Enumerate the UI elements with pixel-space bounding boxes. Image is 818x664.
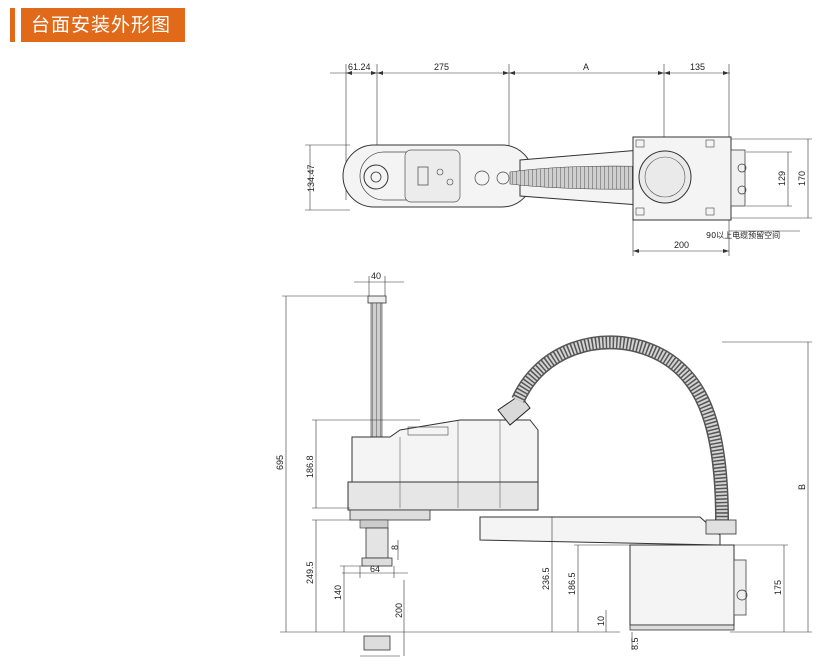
dim-10: 10 bbox=[596, 616, 606, 626]
base-top-outline bbox=[632, 136, 747, 221]
dim-175: 175 bbox=[773, 580, 783, 595]
top-dimension-row: 61.24 275 A 135 bbox=[330, 62, 730, 200]
dim-249-5: 249.5 bbox=[305, 561, 315, 584]
top-view: 61.24 275 A 135 134.47 bbox=[305, 62, 812, 256]
tool-flange bbox=[360, 527, 400, 657]
dim-40: 40 bbox=[371, 271, 381, 281]
second-arm bbox=[349, 509, 721, 546]
dims-right-side: B 175 bbox=[722, 341, 812, 633]
dim-61-24: 61.24 bbox=[348, 62, 371, 72]
dim-695: 695 bbox=[275, 455, 285, 470]
dim-200-top: 200 bbox=[674, 240, 689, 250]
dim-186-5: 186.5 bbox=[567, 572, 577, 595]
ball-screw bbox=[367, 295, 387, 439]
dim-134-47: 134.47 bbox=[306, 164, 316, 192]
dim-B: B bbox=[797, 484, 807, 490]
dim-236-5: 236.5 bbox=[541, 567, 551, 590]
dims-middle-side: 236.5 186.5 10 8.5 bbox=[541, 516, 640, 650]
dim-129: 129 bbox=[777, 171, 787, 186]
dim-135: 135 bbox=[690, 62, 705, 72]
dim-200-group: 90以上电缆预留空间 200 bbox=[632, 220, 800, 256]
dim-64: 64 bbox=[370, 564, 380, 574]
dim-8-top: 8 bbox=[390, 545, 400, 550]
dim-200-side: 200 bbox=[394, 603, 404, 618]
dim-40-group: 40 bbox=[354, 271, 404, 298]
cable-space-note: 90以上电缆预留空间 bbox=[706, 230, 780, 240]
cable-hose bbox=[511, 335, 737, 535]
dims-left-side: 695 186.8 249.5 140 64 8 200 bbox=[275, 295, 620, 656]
dim-A: A bbox=[583, 62, 589, 72]
header-accent-bar bbox=[10, 8, 15, 42]
side-view: 40 bbox=[275, 271, 812, 657]
dim-134-47-group: 134.47 bbox=[305, 144, 350, 211]
base-side bbox=[629, 544, 748, 631]
section-title: 台面安装外形图 bbox=[21, 8, 186, 42]
dim-140: 140 bbox=[333, 585, 343, 600]
dim-275: 275 bbox=[434, 62, 449, 72]
dim-186-8: 186.8 bbox=[305, 455, 315, 478]
dims-right-top: 129 170 bbox=[731, 138, 812, 219]
section-header: 台面安装外形图 bbox=[10, 8, 186, 42]
arm-side-body bbox=[347, 394, 539, 511]
dim-170: 170 bbox=[797, 171, 807, 186]
dim-8-5: 8.5 bbox=[630, 637, 640, 650]
